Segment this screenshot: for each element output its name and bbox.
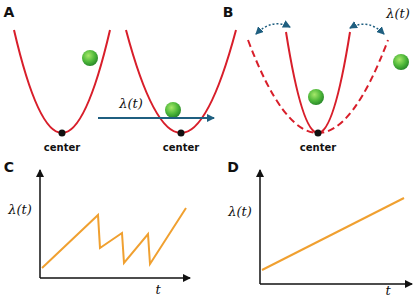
center-dot [178, 130, 185, 137]
particle [308, 89, 324, 105]
shift-label: λ(t) [118, 97, 144, 111]
stiffness-arrow [256, 24, 290, 34]
center-label: center [44, 142, 80, 153]
axis-label: λ(t) [228, 205, 252, 219]
center-dot [315, 130, 322, 137]
shift-arrow [98, 117, 214, 119]
sawtooth-protocol [42, 208, 186, 268]
center-label: center [300, 142, 336, 153]
panel-letter: B [223, 5, 234, 20]
panel-letter: A [4, 5, 15, 20]
axis-label: t [155, 283, 160, 297]
linear-protocol [262, 198, 404, 270]
particle [393, 54, 409, 70]
potential-well [14, 30, 110, 133]
stiffness-arrow [350, 24, 384, 34]
stiffness-label: λ(t) [386, 7, 410, 21]
center-dot [59, 130, 66, 137]
panel-letter: D [227, 160, 239, 175]
y-axis [259, 170, 261, 284]
panel-letter: C [4, 160, 14, 175]
potential-well [286, 32, 350, 133]
particle [165, 102, 181, 118]
y-axis [39, 170, 41, 278]
widened-well [248, 40, 388, 133]
axis-label: t [385, 284, 390, 298]
particle [82, 50, 98, 66]
x-axis [40, 277, 190, 279]
axis-label: λ(t) [8, 203, 32, 217]
center-label: center [163, 142, 199, 153]
